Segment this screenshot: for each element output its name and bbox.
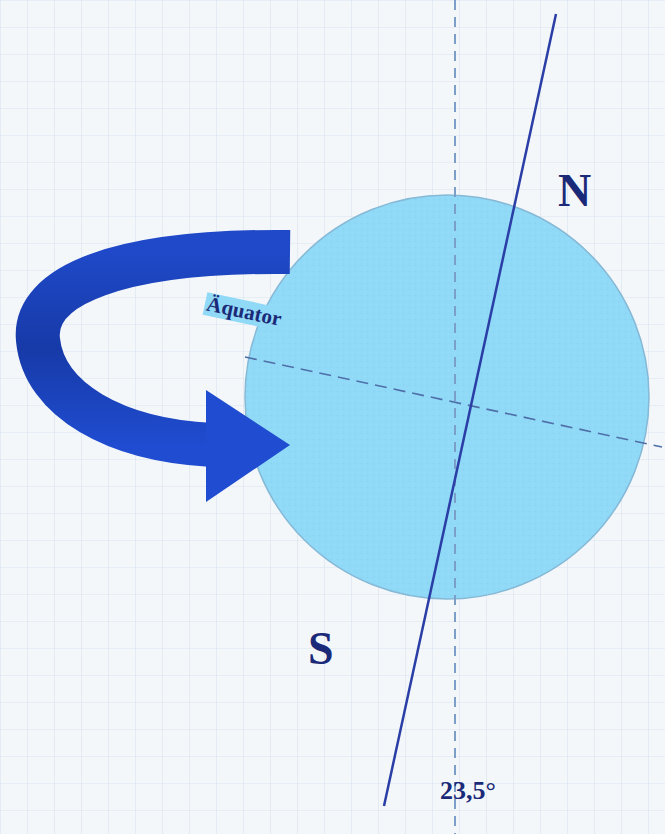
south-pole-label: S [308,626,334,672]
earth-disc [245,195,649,599]
equator-line [245,357,662,447]
vertical-reference [454,0,456,834]
rotation-arrow [38,252,290,445]
rotation-arrowhead [206,390,290,502]
earth-texture [246,196,648,598]
tilt-angle-label: 23,5° [440,778,496,804]
north-pole-label: N [558,168,591,214]
rotation-axis [384,14,556,806]
